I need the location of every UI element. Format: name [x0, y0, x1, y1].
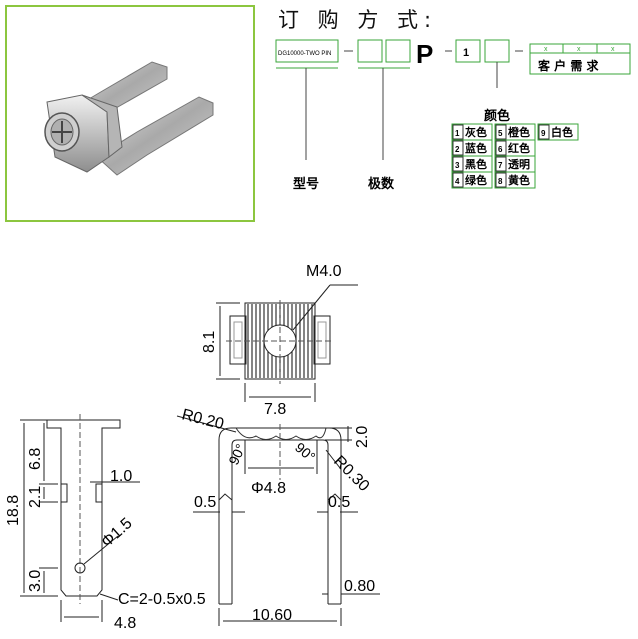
connector-image: [44, 61, 214, 176]
color-number-box: [495, 124, 507, 140]
color-number: 2: [455, 145, 460, 154]
color-number: 3: [455, 161, 460, 170]
label-r020: R0.20: [180, 406, 226, 433]
model-box: [275, 39, 339, 63]
color-name: 红色: [508, 141, 530, 155]
color-number-box: [538, 124, 550, 140]
color-number: 6: [498, 145, 503, 154]
ordering-title: 订 购 方 式:: [278, 8, 438, 32]
color-number-box: [452, 140, 464, 156]
color-number-box: [495, 156, 507, 172]
right-ear: [313, 315, 331, 365]
label-6-8: 6.8: [27, 448, 44, 470]
poles-label: 极数: [368, 176, 395, 192]
label-hole-4-8: Φ4.8: [251, 480, 286, 497]
customer-box: [529, 43, 631, 75]
color-name: 白色: [551, 125, 573, 139]
color-number: 4: [455, 177, 460, 186]
product-photo: [5, 5, 255, 222]
top-view: [216, 284, 358, 402]
customer-label: 客 户 需 求: [537, 58, 600, 73]
label-r030: R0.30: [330, 453, 372, 495]
label-3-0: 3.0: [27, 570, 44, 592]
color-number: 9: [541, 129, 546, 138]
x-mark-3: x: [611, 46, 615, 53]
left-ear-inner: [233, 321, 243, 359]
color-name: 黑色: [465, 157, 487, 171]
label-2-1: 2.1: [27, 486, 44, 508]
color-name: 透明: [508, 158, 530, 171]
label-chamfer: C=2-0.5x0.5: [118, 591, 206, 608]
color-number-box: [452, 156, 464, 172]
label-10-60: 10.60: [252, 607, 292, 624]
color-cell: [494, 171, 536, 189]
color-name: 绿色: [465, 173, 487, 187]
color-name: 黄色: [508, 173, 530, 187]
right-ear-inner: [317, 321, 327, 359]
label-7-8: 7.8: [264, 401, 286, 418]
label-8-1: 8.1: [201, 331, 218, 353]
label-0-5-left: 0.5: [194, 494, 216, 511]
pole-box-2: [385, 39, 411, 63]
label-hole-1-5: Φ1.5: [98, 515, 135, 551]
label-0-80: 0.80: [344, 578, 375, 595]
color-number: 8: [498, 177, 503, 186]
front-view: [176, 415, 380, 626]
left-ear: [229, 315, 247, 365]
color-number-box: [495, 140, 507, 156]
color-cell: [537, 123, 579, 141]
side-view: [20, 414, 140, 622]
color-number-box: [452, 172, 464, 188]
model-label: 型号: [293, 176, 319, 192]
x-mark-1: x: [544, 46, 548, 53]
x-mark-2: x: [577, 46, 581, 53]
color-box: [455, 39, 481, 63]
label-angle-right: 90°: [292, 439, 319, 465]
color-cell: [451, 171, 493, 189]
label-2-0: 2.0: [354, 426, 371, 448]
color-name: 橙色: [508, 125, 530, 139]
label-4-8: 4.8: [114, 615, 136, 632]
color-table: 1 灰色 2 蓝色 3 黑色 4 绿色 5 橙色 6 红色 7 透明 8 黄色 9 白色: [451, 123, 579, 189]
color-number: 5: [498, 129, 503, 138]
pole-box-1: [357, 39, 383, 63]
color-name: 灰色: [465, 125, 487, 139]
color-box-text: 1: [463, 47, 469, 59]
color-number-box: [495, 172, 507, 188]
color-number: 1: [455, 129, 460, 138]
p-letter: P: [416, 39, 433, 69]
color-title: 颜色: [484, 108, 510, 124]
color-number: 7: [498, 161, 503, 170]
color-number-box: [452, 124, 464, 140]
model-box-text: DG10000-TWO PIN: [278, 51, 331, 57]
color-box-blank: [484, 39, 510, 63]
label-1-0: 1.0: [110, 468, 132, 485]
label-0-5-right: 0.5: [328, 494, 350, 511]
color-name: 蓝色: [465, 141, 487, 155]
label-18-8: 18.8: [5, 495, 22, 526]
label-m4: M4.0: [306, 263, 342, 280]
